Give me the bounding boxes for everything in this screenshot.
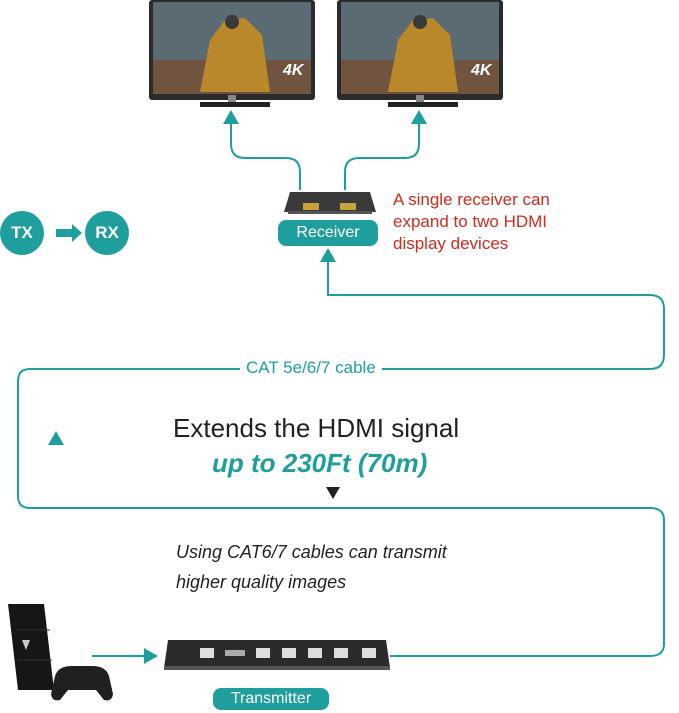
cable-label: CAT 5e/6/7 cable (240, 358, 382, 378)
transmitter-label-text: Transmitter (230, 690, 312, 707)
transmitter-device-icon (164, 640, 390, 670)
display-left (149, 0, 315, 107)
hdmi-output-right (344, 118, 420, 190)
rx-badge: RX (85, 211, 129, 255)
arrow-up-display-right (411, 110, 427, 124)
tx-to-rx-arrow-icon (56, 224, 82, 242)
receiver-note-line-3: display devices (393, 234, 509, 253)
arrow-up-display-left (223, 110, 239, 124)
receiver-note: A single receiver can expand to two HDMI… (393, 189, 550, 255)
receiver-label-text: Receiver (296, 224, 360, 241)
display-left-4k-badge: 4K (283, 62, 304, 79)
upstream-arrow-icon (48, 431, 64, 445)
display-right (337, 0, 503, 107)
distance-highlight: up to 230Ft (70m) (212, 448, 428, 478)
hdmi-output-left (230, 118, 301, 190)
receiver-label: Receiver (278, 220, 378, 246)
tx-badge: TX (0, 211, 44, 255)
receiver-note-line-1: A single receiver can (393, 190, 550, 209)
cable-line-upper (17, 252, 665, 657)
rx-badge-text: RX (95, 223, 119, 242)
tx-badge-text: TX (11, 223, 33, 242)
receiver-device-icon (284, 192, 376, 214)
display-right-4k-badge: 4K (471, 62, 492, 79)
receiver-note-line-2: expand to two HDMI (393, 212, 548, 231)
cable-quality-note-line-2: higher quality images (176, 572, 347, 592)
arrow-right-transmitter (144, 648, 158, 664)
cable-quality-note: Using CAT6/7 cables can transmit higher … (176, 537, 447, 597)
cable-quality-note-line-1: Using CAT6/7 cables can transmit (176, 542, 447, 562)
game-console-icon (8, 604, 113, 701)
downstream-arrow-icon (326, 487, 340, 499)
transmitter-label: Transmitter (213, 688, 329, 710)
headline: Extends the HDMI signal (173, 413, 460, 443)
arrow-up-receiver (320, 248, 336, 262)
